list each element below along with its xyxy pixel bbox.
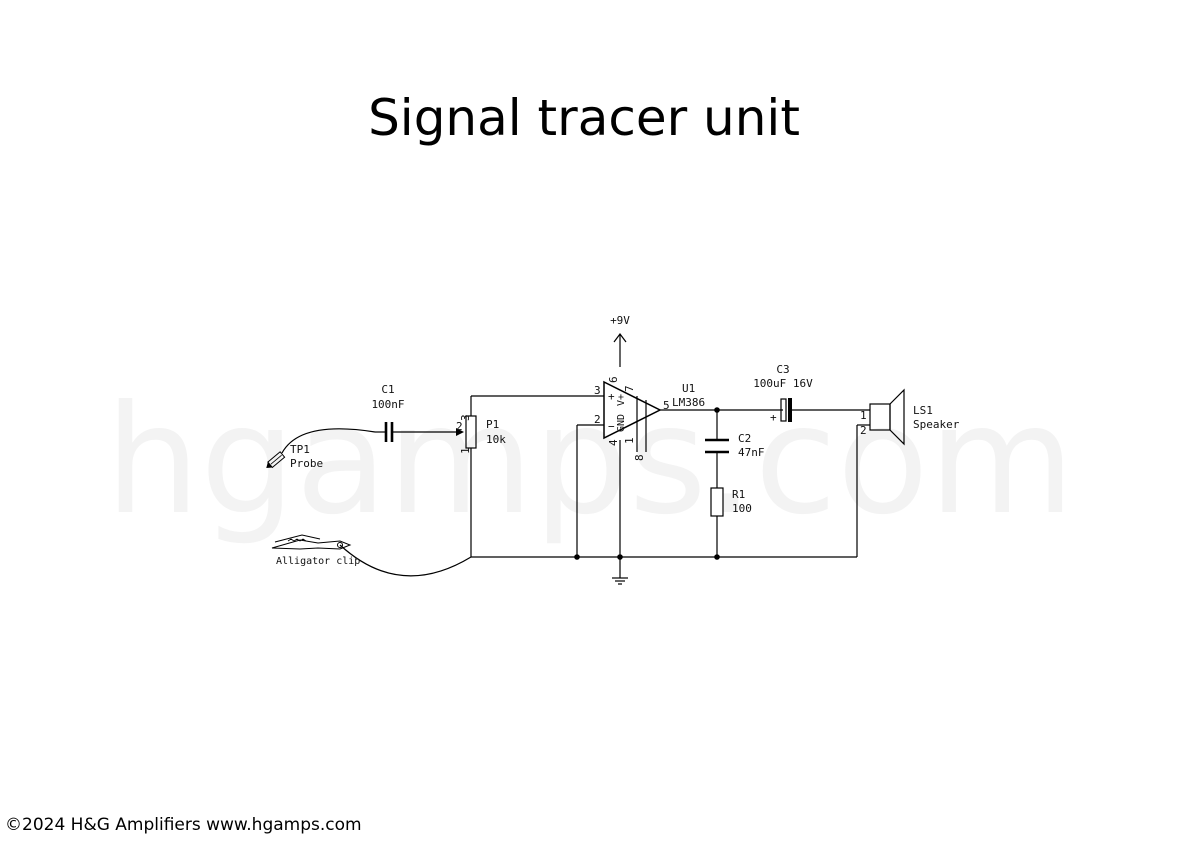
u1-pin-5: 5 bbox=[663, 399, 670, 412]
u1-ref: U1 bbox=[682, 382, 695, 395]
u1-pin-4: 4 bbox=[607, 439, 620, 446]
copyright-footer: ©2024 H&G Amplifiers www.hgamps.com bbox=[5, 815, 362, 835]
ls1-pin-2: 2 bbox=[860, 424, 867, 437]
u1-gnd-label: GND bbox=[616, 414, 627, 432]
u1-value: LM386 bbox=[672, 396, 705, 409]
tp1-value: Probe bbox=[290, 457, 323, 470]
u1-vplus-label: V+ bbox=[616, 394, 627, 406]
u1-pin-8: 8 bbox=[633, 454, 646, 461]
tp1-ref: TP1 bbox=[290, 443, 310, 456]
supply-label: +9V bbox=[610, 314, 630, 327]
p1-pin-bottom: 1 bbox=[459, 447, 472, 454]
junctions bbox=[574, 407, 720, 560]
amplifier-u1: + − GND V+ 3 2 4 6 5 7 1 8 U1 LM386 bbox=[594, 376, 705, 461]
c3-polarity: + bbox=[770, 411, 777, 424]
wires bbox=[281, 333, 870, 585]
c2-value: 47nF bbox=[738, 446, 765, 459]
c3-ref: C3 bbox=[776, 363, 789, 376]
resistor-r1: R1 100 bbox=[710, 487, 752, 517]
p1-pin-top: 3 bbox=[459, 414, 472, 421]
ls1-value: Speaker bbox=[913, 418, 960, 431]
u1-minus-sign: − bbox=[608, 420, 615, 433]
c2-ref: C2 bbox=[738, 432, 751, 445]
ls1-pin-1: 1 bbox=[860, 409, 867, 422]
c1-ref: C1 bbox=[381, 383, 394, 396]
u1-pin-1: 1 bbox=[623, 437, 636, 444]
clip-label: Alligator clip bbox=[276, 556, 360, 567]
potentiometer-p1: 2 3 1 P1 10k bbox=[456, 412, 506, 454]
r1-value: 100 bbox=[732, 502, 752, 515]
capacitor-c2: C2 47nF bbox=[705, 432, 765, 459]
u1-pin-7: 7 bbox=[623, 385, 636, 392]
diagram-title: Signal tracer unit bbox=[368, 89, 800, 147]
speaker-ls1: 1 2 LS1 Speaker bbox=[860, 388, 960, 446]
capacitor-c1: C1 100nF bbox=[371, 383, 405, 442]
p1-pin-wiper: 2 bbox=[456, 420, 463, 433]
p1-value: 10k bbox=[486, 433, 506, 446]
u1-pin-6: 6 bbox=[607, 376, 620, 383]
c1-value: 100nF bbox=[371, 398, 404, 411]
probe-tp1: TP1 Probe bbox=[266, 443, 323, 470]
capacitor-c3: + C3 100uF 16V bbox=[753, 363, 813, 424]
u1-pin-2: 2 bbox=[594, 413, 601, 426]
watermark: hgamps.com bbox=[105, 374, 1075, 548]
u1-pin-3: 3 bbox=[594, 384, 601, 397]
r1-ref: R1 bbox=[732, 488, 745, 501]
ls1-ref: LS1 bbox=[913, 404, 933, 417]
alligator-clip: Alligator clip bbox=[271, 534, 360, 567]
c3-value: 100uF 16V bbox=[753, 377, 813, 390]
u1-plus-sign: + bbox=[608, 390, 615, 403]
p1-ref: P1 bbox=[486, 418, 499, 431]
